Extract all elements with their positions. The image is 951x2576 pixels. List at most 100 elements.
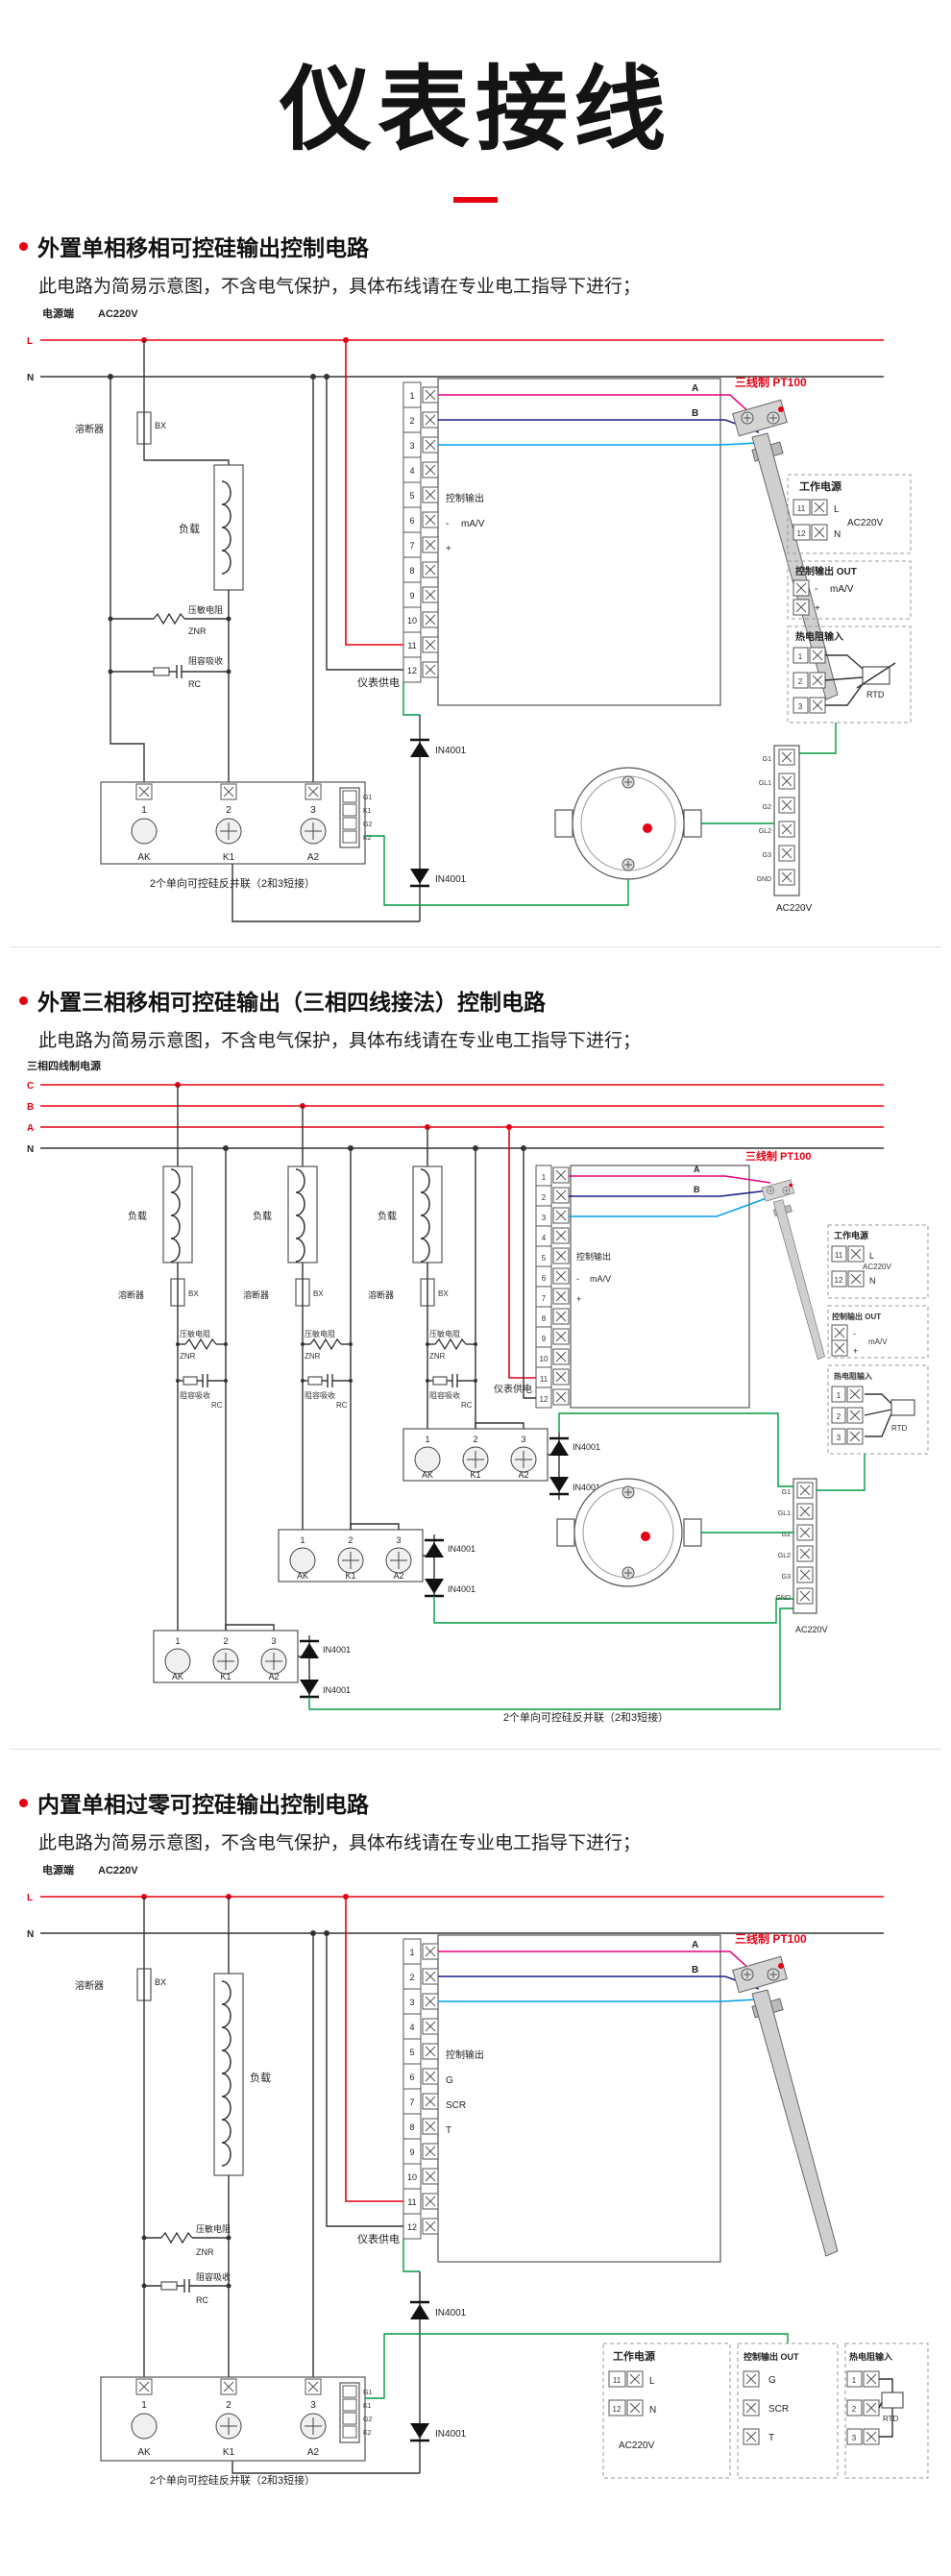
- scr-caption: 2个单向可控硅反并联（2和3短接）: [150, 876, 315, 890]
- terminal-row: 4: [402, 456, 439, 483]
- l-label: L: [649, 2376, 655, 2387]
- detail-work-power: 工作电源 11 L 12 N AC220V: [787, 474, 912, 554]
- terminal-number: 2: [409, 416, 414, 426]
- n-label: N: [649, 2405, 656, 2416]
- fuse: 溶断器 BX: [75, 1897, 166, 2379]
- mav-label: mA/V: [830, 584, 854, 595]
- gate-pin-label: K1: [363, 808, 372, 815]
- detail-rtd-input: 热电阻输入 1 2 3 RTD: [844, 2343, 929, 2479]
- terminal-number: 12: [407, 666, 417, 675]
- varistor-label: 压敏电阻: [196, 2223, 231, 2234]
- terminal-number: 8: [542, 1314, 547, 1323]
- rc-code: RC: [211, 1401, 223, 1410]
- section-1-note: 此电路为简易示意图，不含电气保护，具体布线请在专业电工指导下进行；: [38, 277, 642, 297]
- rtd-input-title: 热电阻输入: [795, 630, 843, 643]
- module-pin-number: 2: [223, 1636, 228, 1646]
- l-label: L: [834, 504, 840, 515]
- control-out-title: 控制输出 OUT: [832, 1312, 881, 1321]
- scr-module: 1 2 3 AK K1 A2 G1 K1 G2 K2: [100, 2376, 372, 2462]
- section-divider: [10, 1749, 941, 1750]
- fuse-label: 溶断器: [75, 423, 104, 435]
- column-pin-label: GND: [756, 876, 771, 883]
- terminal-row: 6: [402, 2063, 439, 2090]
- section-3: 内置单相过零可控硅输出控制电路 此电路为简易示意图，不含电气保护，具体布线请在专…: [0, 1765, 951, 2505]
- diode-label: IN4001: [323, 1685, 351, 1695]
- module-pin-number: 3: [271, 1636, 276, 1646]
- gate-pin-label: G2: [363, 2417, 372, 2423]
- wire-b-label: B: [694, 1185, 700, 1194]
- module-pin-number: 1: [175, 1636, 180, 1646]
- terminal-row: 11: [402, 2188, 439, 2215]
- load-label: 负载: [378, 1210, 397, 1222]
- terminal-row: 8: [535, 1306, 570, 1328]
- rtd-label: RTD: [883, 2415, 899, 2423]
- rtd-input-title: 热电阻输入: [834, 1371, 872, 1381]
- instrument-panel: 1 2 3 4 5 6 7 8 9 10 11 12 控制输出 - mA/V +…: [494, 1127, 750, 1409]
- ac220v-label: AC220V: [795, 1625, 828, 1634]
- module-pin-number: 1: [141, 2400, 147, 2411]
- line-l-label: L: [27, 1893, 33, 1903]
- t-label: T: [768, 2433, 774, 2443]
- column-pin-label: GL1: [778, 1510, 791, 1517]
- module-pin-label: AK: [422, 1470, 433, 1480]
- gate-pin-label: G1: [363, 795, 372, 801]
- terminal-number: 6: [409, 2073, 414, 2082]
- detail-rtd-input: 热电阻输入 1 2 3 RTD: [787, 626, 912, 724]
- source-label: 电源端: [42, 1863, 74, 1877]
- detail-control-out: 控制输出 OUT - + mA/V: [827, 1305, 929, 1359]
- mav-label: mA/V: [590, 1274, 611, 1284]
- terminal-strip: 1 2 3 4 5 6 7 8 9 10 11 12: [402, 381, 439, 683]
- instrument-power-wires: [312, 340, 403, 784]
- terminal-row: 10: [402, 2163, 439, 2190]
- plus-label: +: [815, 603, 820, 614]
- pt100-label: 三线制 PT100: [745, 1149, 811, 1163]
- terminal-row: 3: [535, 1205, 570, 1227]
- section-1: 外置单相移相可控硅输出控制电路 此电路为简易示意图，不含电气保护，具体布线请在专…: [0, 209, 951, 931]
- terminal-number: 9: [542, 1335, 547, 1343]
- fuse-code: BX: [155, 1977, 166, 1987]
- varistor: 压敏电阻 ZNR: [108, 377, 232, 784]
- module-pin-label: K1: [223, 852, 235, 863]
- fuse-label: 溶断器: [118, 1289, 144, 1300]
- varistor-code: ZNR: [188, 626, 207, 636]
- sensor-wires: A B: [438, 1940, 762, 2002]
- section-1-heading: 外置单相移相可控硅输出控制电路: [37, 235, 369, 260]
- terminal-number: 2: [542, 1193, 547, 1202]
- module-pin-label: A2: [307, 2447, 320, 2458]
- module-pin-number: 2: [348, 1535, 353, 1545]
- wire-b-label: B: [692, 408, 698, 419]
- terminal-row: 10: [535, 1346, 570, 1368]
- column-pin-label: GL1: [759, 780, 771, 787]
- gate-wire: [365, 2333, 789, 2399]
- minus-label: -: [576, 1274, 579, 1284]
- diode-label: IN4001: [448, 1584, 476, 1594]
- terminal-strip: 1 2 3 4 5 6 7 8 9 10 11 12: [402, 1938, 439, 2240]
- load-label: 负载: [250, 2071, 271, 2084]
- scr-caption: 2个单向可控硅反并联（2和3短接）: [503, 1710, 669, 1724]
- load: 负载: [213, 1897, 271, 2379]
- instrument-panel: 1 2 3 4 5 6 7 8 9 10 11 12 控制输出 - mA/V +…: [357, 378, 721, 706]
- rc-label: 阻容吸收: [180, 1390, 210, 1400]
- terminal-number: 7: [542, 1294, 547, 1303]
- terminal-number: 3: [798, 702, 803, 711]
- phase-n-label: N: [27, 1144, 34, 1155]
- line-l-label: L: [27, 336, 33, 347]
- round-controller: [554, 767, 702, 880]
- module-pin-number: 3: [310, 2400, 316, 2411]
- terminal-row: 12: [535, 1386, 570, 1409]
- instrument-power-wires: [312, 1897, 403, 2379]
- terminal-number: 11: [835, 1251, 843, 1260]
- terminal-number: 2: [409, 1973, 414, 1982]
- terminal-row: 4: [535, 1225, 570, 1247]
- section-2-note: 此电路为简易示意图，不含电气保护，具体布线请在专业电工指导下进行；: [38, 1031, 642, 1051]
- wire-a-label: A: [694, 1165, 700, 1174]
- n-label: N: [834, 529, 841, 540]
- control-output-label: 控制输出: [446, 2049, 484, 2061]
- terminal-row: 6: [402, 506, 439, 533]
- pt100-sensor: [733, 1956, 838, 2256]
- minus-label: -: [815, 584, 817, 595]
- terminal-number: 1: [798, 652, 803, 661]
- column-pin-label: G2: [782, 1532, 791, 1538]
- varistor-label: 压敏电阻: [305, 1329, 335, 1338]
- terminal-number: 3: [542, 1214, 547, 1222]
